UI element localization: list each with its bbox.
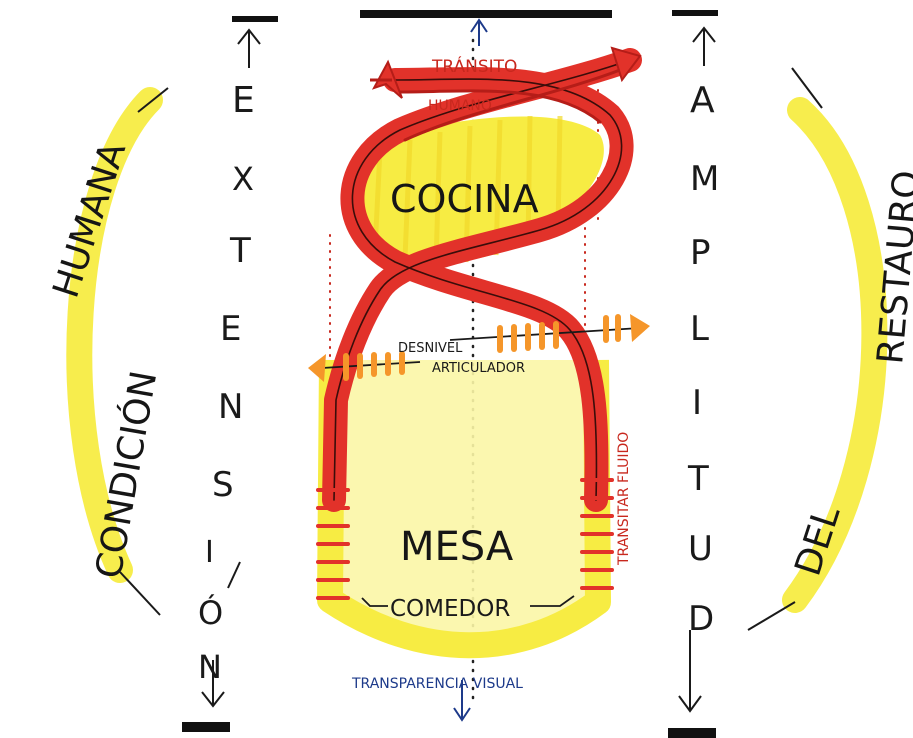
top-center-bar <box>360 10 612 18</box>
left-arc-word-2: HUMANA <box>46 137 135 303</box>
right-letter-4: L <box>690 309 709 349</box>
comedor-label: COMEDOR <box>390 596 510 622</box>
bottom-right-bar <box>668 728 716 738</box>
right-arc-word-1: DEL <box>788 501 849 581</box>
desnivel-label-line-1: DESNIVEL <box>398 341 463 356</box>
left-letter-8: Ó <box>198 593 223 632</box>
transitar-fluido-note: TRANSITAR FLUIDO <box>616 432 632 566</box>
left-letter-9: N <box>198 648 222 686</box>
mesa-label: MESA <box>400 524 514 570</box>
right-letter-7: U <box>688 529 713 569</box>
cocina-label: COCINA <box>390 177 539 221</box>
top-right-bar <box>672 10 718 16</box>
left-letter-6: S <box>212 465 234 505</box>
right-letter-3: P <box>690 233 711 273</box>
left-letter-7: I <box>205 535 214 570</box>
left-letter-4: E <box>220 309 241 349</box>
left-letter-5: N <box>218 387 243 427</box>
top-left-bar <box>232 16 278 22</box>
transit-label-line-1: TRÁNSITO <box>431 55 517 77</box>
right-letter-8: D <box>688 599 714 639</box>
left-letter-1: E <box>232 80 255 121</box>
right-letter-1: A <box>690 80 715 121</box>
bottom-left-bar <box>182 722 230 732</box>
left-letter-2: X <box>232 160 254 198</box>
right-letter-2: M <box>690 159 719 199</box>
transparencia-visual-note: TRANSPARENCIA VISUAL <box>351 676 523 692</box>
right-letter-5: I <box>692 383 702 423</box>
left-letter-3: T <box>229 231 251 271</box>
desnivel-label-line-2: ARTICULADOR <box>432 361 525 376</box>
transit-label-line-2: HUMANO <box>428 98 492 114</box>
right-letter-6: T <box>687 459 709 499</box>
